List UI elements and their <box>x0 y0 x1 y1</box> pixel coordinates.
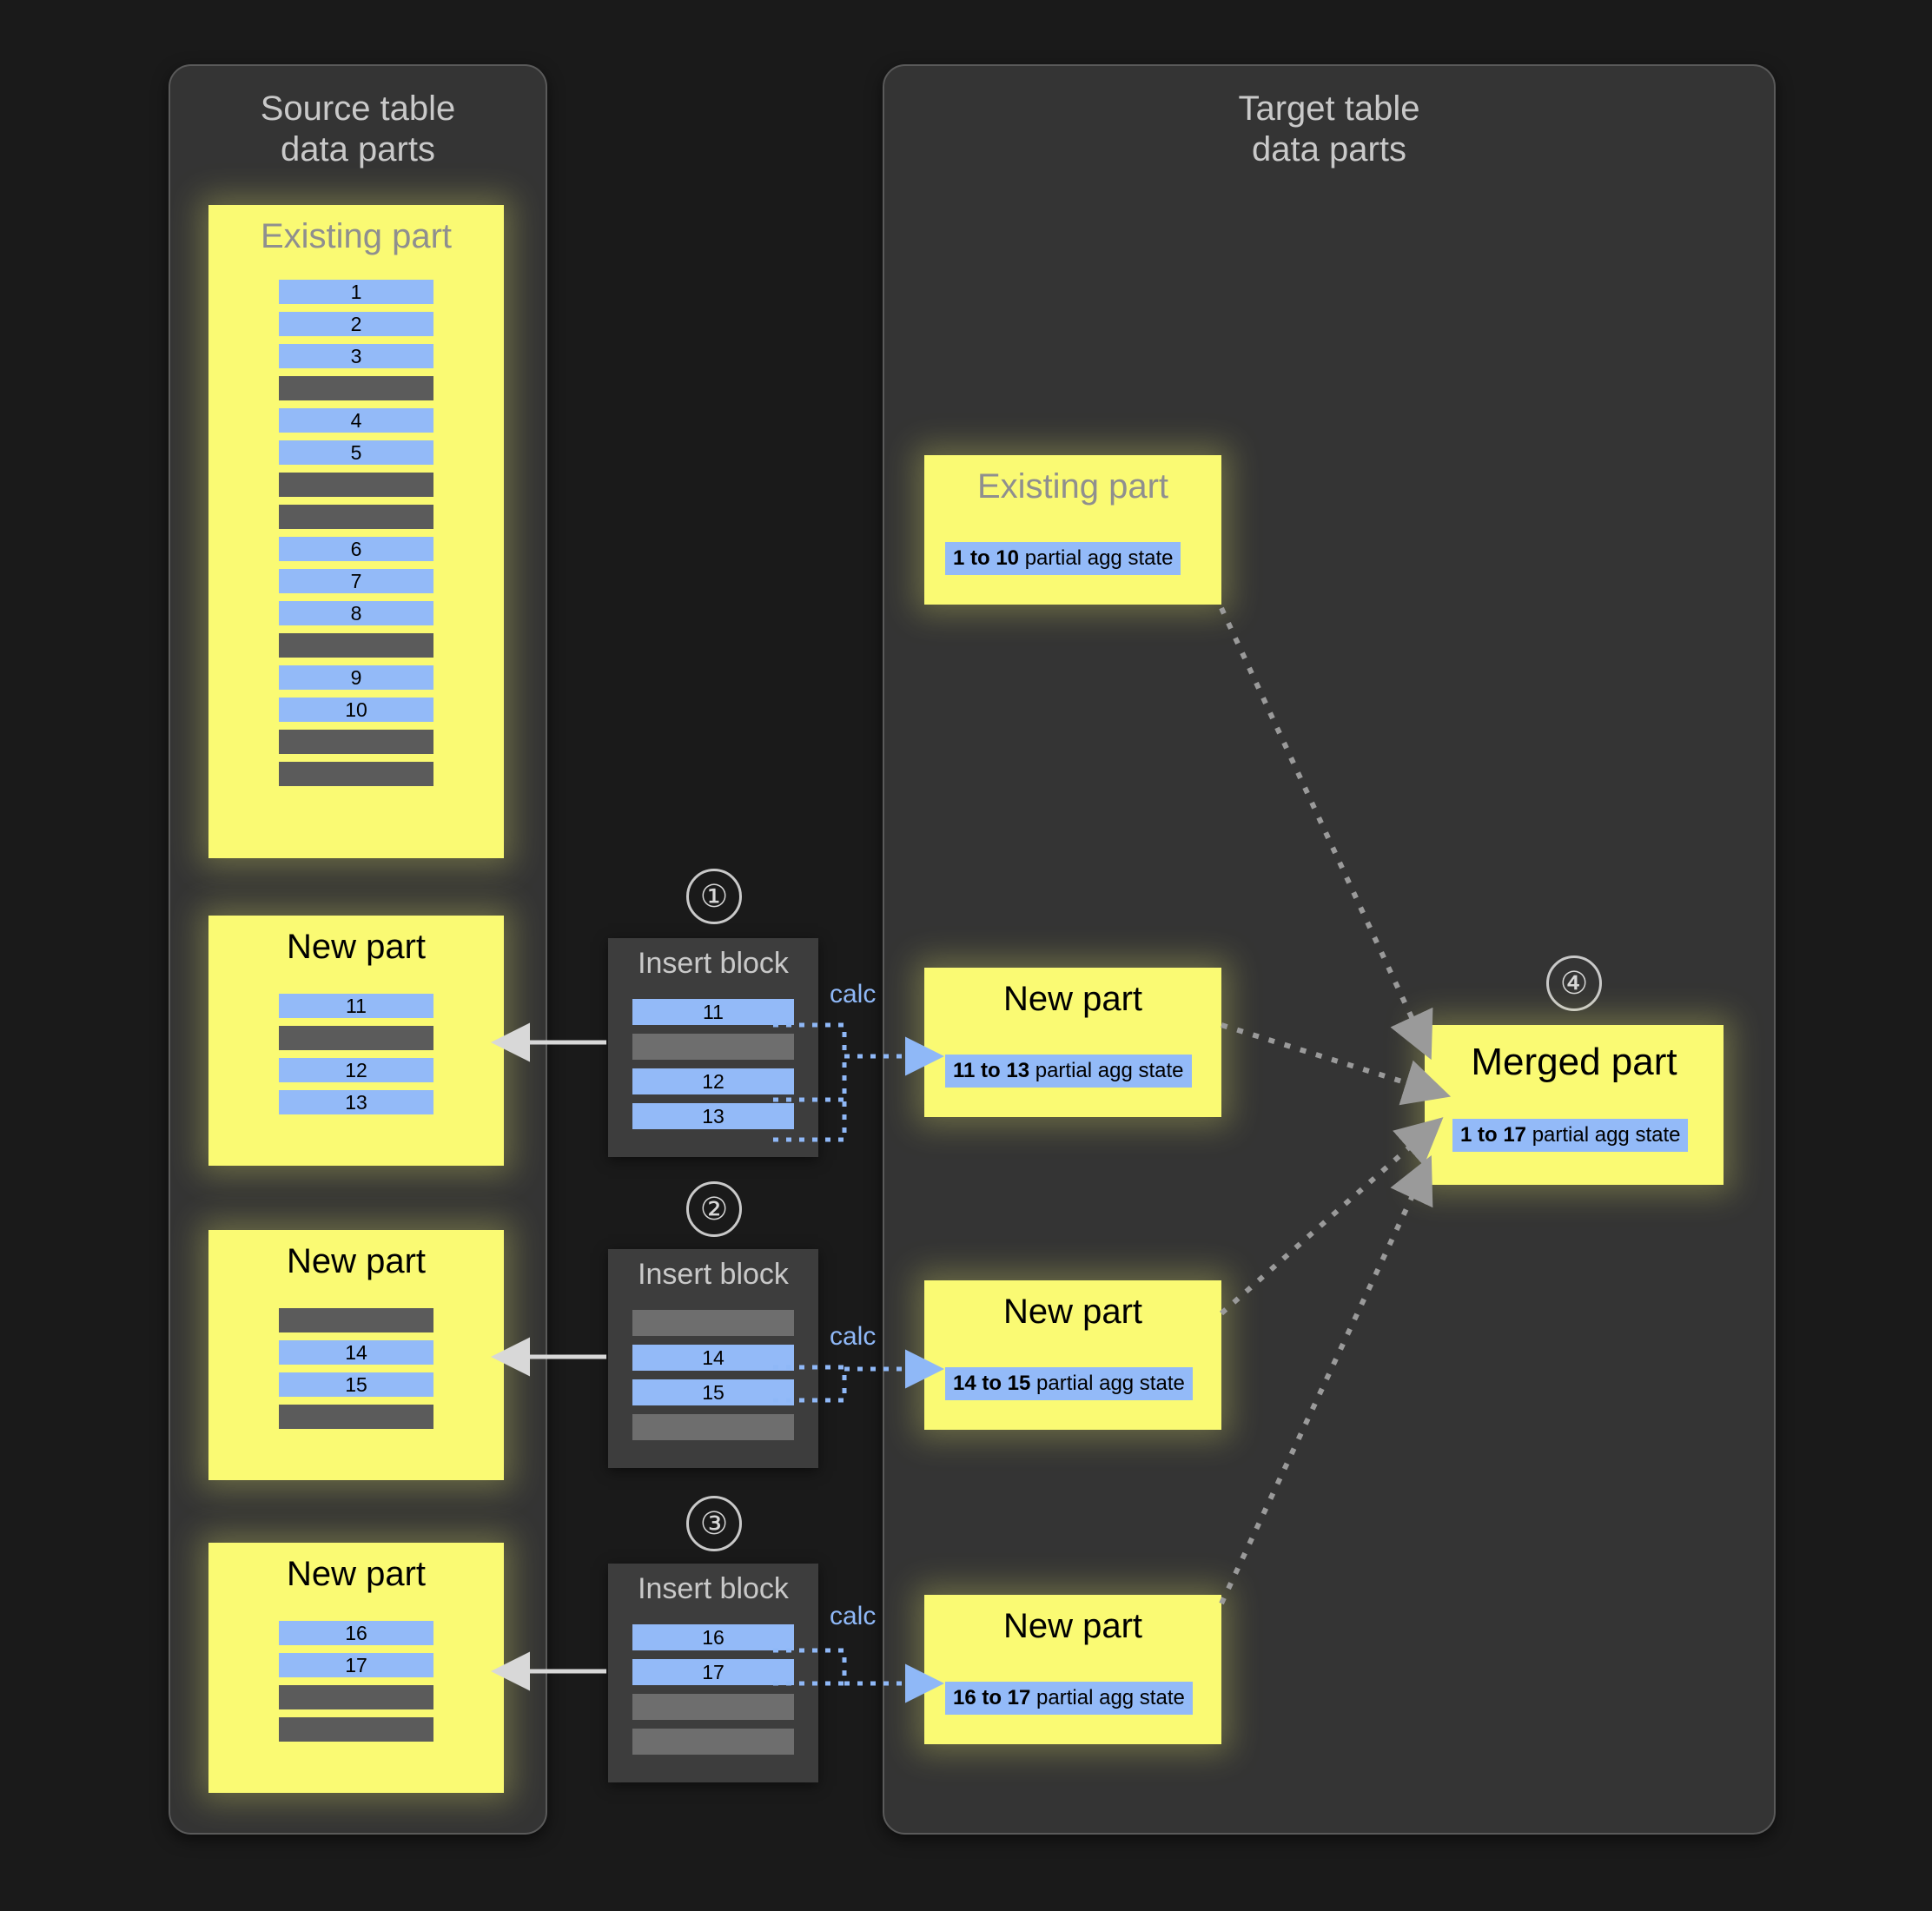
target-table-panel: Target table data parts <box>883 64 1776 1835</box>
target-new-part-3-agg: 16 to 17 partial agg state <box>945 1682 1193 1715</box>
target-new-part-3-title: New part <box>1002 1607 1143 1645</box>
target-new-part-1-title: New part <box>1002 980 1143 1018</box>
target-new-part-3: New part 16 to 17 partial agg state <box>924 1595 1221 1744</box>
data-row-value: 12 <box>279 1058 433 1082</box>
data-row-value: 4 <box>279 408 433 433</box>
data-row-value: 11 <box>279 994 433 1018</box>
calc-label-1: calc <box>830 980 877 1008</box>
data-row-value: 8 <box>279 601 433 625</box>
source-existing-part: Existing part 1 2 3 4 5 6 7 8 9 10 <box>208 205 504 858</box>
data-row-value: 11 <box>632 999 794 1025</box>
data-row-empty <box>632 1414 794 1440</box>
data-row-empty <box>279 1026 433 1050</box>
data-row-value: 16 <box>279 1621 433 1645</box>
data-row-empty <box>279 376 433 400</box>
data-row-empty <box>632 1034 794 1060</box>
data-row-empty <box>279 633 433 658</box>
data-row-empty <box>279 473 433 497</box>
source-new-part-3-title: New part <box>286 1555 427 1593</box>
insert-block-1: Insert block 11 12 13 <box>608 938 818 1157</box>
merged-part-title: Merged part <box>1471 1041 1677 1083</box>
data-row-value: 17 <box>279 1653 433 1677</box>
step-number-3: ③ <box>686 1496 742 1551</box>
data-row-empty <box>279 1717 433 1742</box>
source-new-part-1-title: New part <box>286 928 427 966</box>
data-row-empty <box>279 762 433 786</box>
step-number-1: ① <box>686 869 742 924</box>
source-new-part-2-title: New part <box>286 1242 427 1280</box>
target-existing-part-agg: 1 to 10 partial agg state <box>945 542 1181 575</box>
merged-part-agg: 1 to 17 partial agg state <box>1452 1119 1689 1152</box>
target-existing-part: Existing part 1 to 10 partial agg state <box>924 455 1221 605</box>
data-row-value: 15 <box>279 1372 433 1397</box>
data-row-empty <box>279 730 433 754</box>
data-row-value: 17 <box>632 1659 794 1685</box>
data-row-value: 5 <box>279 440 433 465</box>
data-row-value: 7 <box>279 569 433 593</box>
agg-range: 11 to 13 <box>953 1059 1030 1082</box>
calc-label-2: calc <box>830 1322 877 1351</box>
target-new-part-2-title: New part <box>1002 1293 1143 1331</box>
agg-suffix: partial agg state <box>1526 1123 1681 1147</box>
data-row-empty <box>279 1308 433 1332</box>
step-number-2: ② <box>686 1181 742 1237</box>
data-row-value: 10 <box>279 698 433 722</box>
source-panel-title: Source table data parts <box>260 89 456 169</box>
source-existing-part-title: Existing part <box>260 217 453 255</box>
data-row-value: 2 <box>279 312 433 336</box>
insert-block-1-title: Insert block <box>638 947 789 980</box>
agg-suffix: partial agg state <box>1029 1059 1184 1082</box>
merged-part: Merged part 1 to 17 partial agg state <box>1425 1025 1724 1185</box>
data-row-empty <box>279 1685 433 1709</box>
data-row-value: 13 <box>279 1090 433 1114</box>
data-row-value: 15 <box>632 1379 794 1405</box>
target-new-part-2: New part 14 to 15 partial agg state <box>924 1280 1221 1430</box>
agg-range: 16 to 17 <box>953 1686 1031 1709</box>
data-row-value: 3 <box>279 344 433 368</box>
data-row-value: 14 <box>279 1340 433 1365</box>
target-new-part-1-agg: 11 to 13 partial agg state <box>945 1055 1192 1088</box>
data-row-value: 14 <box>632 1345 794 1371</box>
data-row-empty <box>279 1405 433 1429</box>
step-number-4: ④ <box>1546 956 1602 1011</box>
data-row-empty <box>279 505 433 529</box>
target-new-part-1: New part 11 to 13 partial agg state <box>924 968 1221 1117</box>
data-row-value: 12 <box>632 1068 794 1094</box>
data-row-value: 16 <box>632 1624 794 1650</box>
target-panel-title: Target table data parts <box>1238 89 1420 169</box>
target-existing-part-title: Existing part <box>976 467 1169 506</box>
data-row-empty <box>632 1729 794 1755</box>
agg-range: 1 to 10 <box>953 546 1020 570</box>
data-row-value: 1 <box>279 280 433 304</box>
insert-block-1-rows: 11 12 13 <box>608 999 818 1138</box>
agg-range: 1 to 17 <box>1460 1123 1527 1147</box>
agg-suffix: partial agg state <box>1030 1686 1185 1709</box>
source-new-part-1: New part 11 12 13 <box>208 916 504 1166</box>
data-row-empty <box>632 1310 794 1336</box>
insert-block-3-title: Insert block <box>638 1572 789 1605</box>
data-row-empty <box>632 1694 794 1720</box>
data-row-value: 9 <box>279 665 433 690</box>
insert-block-2-title: Insert block <box>638 1258 789 1291</box>
target-new-part-2-agg: 14 to 15 partial agg state <box>945 1367 1193 1400</box>
agg-suffix: partial agg state <box>1030 1372 1185 1395</box>
source-new-part-1-rows: 11 12 13 <box>208 994 504 1122</box>
agg-suffix: partial agg state <box>1019 546 1174 570</box>
agg-range: 14 to 15 <box>953 1372 1031 1395</box>
data-row-value: 13 <box>632 1103 794 1129</box>
calc-label-3: calc <box>830 1602 877 1630</box>
source-existing-part-rows: 1 2 3 4 5 6 7 8 9 10 <box>208 280 504 794</box>
data-row-value: 6 <box>279 537 433 561</box>
